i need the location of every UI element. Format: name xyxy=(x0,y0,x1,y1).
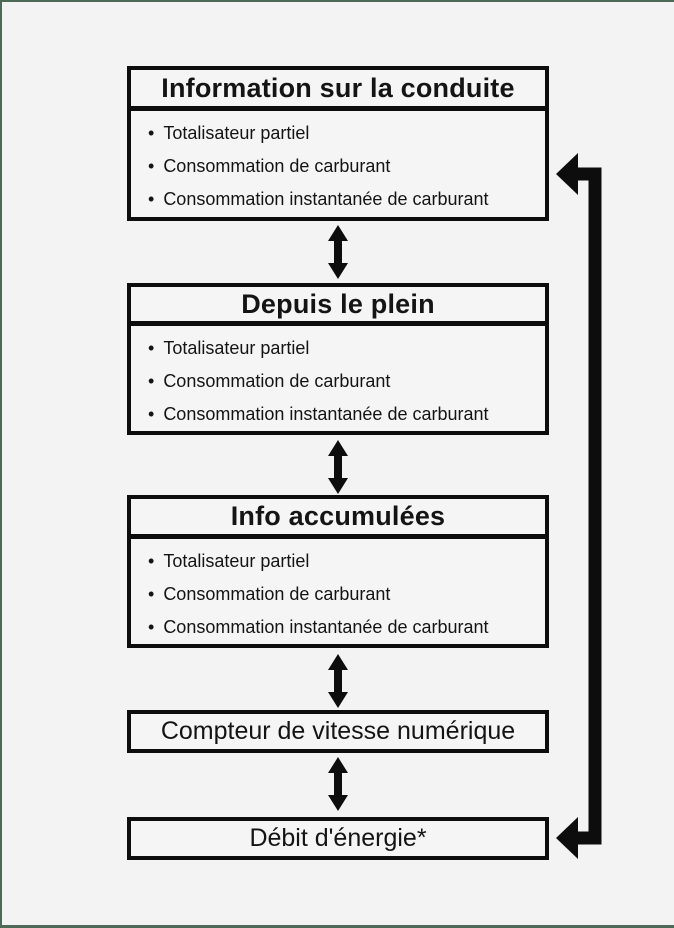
panel-since-refuel: Depuis le plein • Totalisateur partiel •… xyxy=(127,283,549,435)
menu-item: • Consommation de carburant xyxy=(148,150,535,183)
up-down-arrow-icon xyxy=(328,757,348,811)
menu-item-label: Consommation instantanée de carburant xyxy=(163,189,489,209)
menu-item-label: Totalisateur partiel xyxy=(163,338,310,358)
panel-digital-speedometer-label: Compteur de vitesse numérique xyxy=(160,717,516,745)
panel-since-refuel-body: • Totalisateur partiel • Consommation de… xyxy=(131,326,545,431)
panel-driving-info: Information sur la conduite • Totalisate… xyxy=(127,66,549,221)
bullet-icon: • xyxy=(148,371,155,391)
panel-energy-flow-label: Débit d'énergie* xyxy=(249,824,427,852)
bullet-icon: • xyxy=(148,189,155,209)
panel-accumulated-info-body: • Totalisateur partiel • Consommation de… xyxy=(131,539,545,644)
loop-back-arrow-icon xyxy=(556,153,602,859)
menu-item-label: Consommation de carburant xyxy=(163,156,391,176)
menu-item: • Consommation de carburant xyxy=(148,365,535,398)
bullet-icon: • xyxy=(148,551,155,571)
up-down-arrow-icon xyxy=(328,225,348,279)
panel-digital-speedometer: Compteur de vitesse numérique xyxy=(127,710,549,753)
page-edge-top xyxy=(0,0,674,2)
menu-item: • Consommation instantanée de carburant xyxy=(148,398,535,431)
menu-item: • Totalisateur partiel xyxy=(148,332,535,365)
menu-item: • Consommation instantanée de carburant xyxy=(148,611,535,644)
panel-energy-flow: Débit d'énergie* xyxy=(127,817,549,860)
panel-since-refuel-title: Depuis le plein xyxy=(131,287,545,326)
panel-driving-info-title: Information sur la conduite xyxy=(131,70,545,111)
menu-item-label: Consommation de carburant xyxy=(163,371,391,391)
menu-item: • Totalisateur partiel xyxy=(148,117,535,150)
up-down-arrow-icon xyxy=(328,654,348,708)
panel-accumulated-info: Info accumulées • Totalisateur partiel •… xyxy=(127,495,549,648)
menu-item-label: Totalisateur partiel xyxy=(163,123,310,143)
menu-item-label: Consommation de carburant xyxy=(163,584,391,604)
bullet-icon: • xyxy=(148,123,155,143)
menu-item: • Consommation de carburant xyxy=(148,578,535,611)
page-edge-bottom xyxy=(0,925,674,928)
menu-item-label: Consommation instantanée de carburant xyxy=(163,404,489,424)
menu-item: • Consommation instantanée de carburant xyxy=(148,183,535,216)
bullet-icon: • xyxy=(148,584,155,604)
page-edge-left xyxy=(0,0,2,928)
menu-item-label: Consommation instantanée de carburant xyxy=(163,617,489,637)
panel-accumulated-info-title: Info accumulées xyxy=(131,499,545,539)
panel-driving-info-body: • Totalisateur partiel • Consommation de… xyxy=(131,111,545,217)
menu-item: • Totalisateur partiel xyxy=(148,545,535,578)
up-down-arrow-icon xyxy=(328,440,348,494)
bullet-icon: • xyxy=(148,404,155,424)
bullet-icon: • xyxy=(148,338,155,358)
bullet-icon: • xyxy=(148,156,155,176)
menu-item-label: Totalisateur partiel xyxy=(163,551,310,571)
bullet-icon: • xyxy=(148,617,155,637)
